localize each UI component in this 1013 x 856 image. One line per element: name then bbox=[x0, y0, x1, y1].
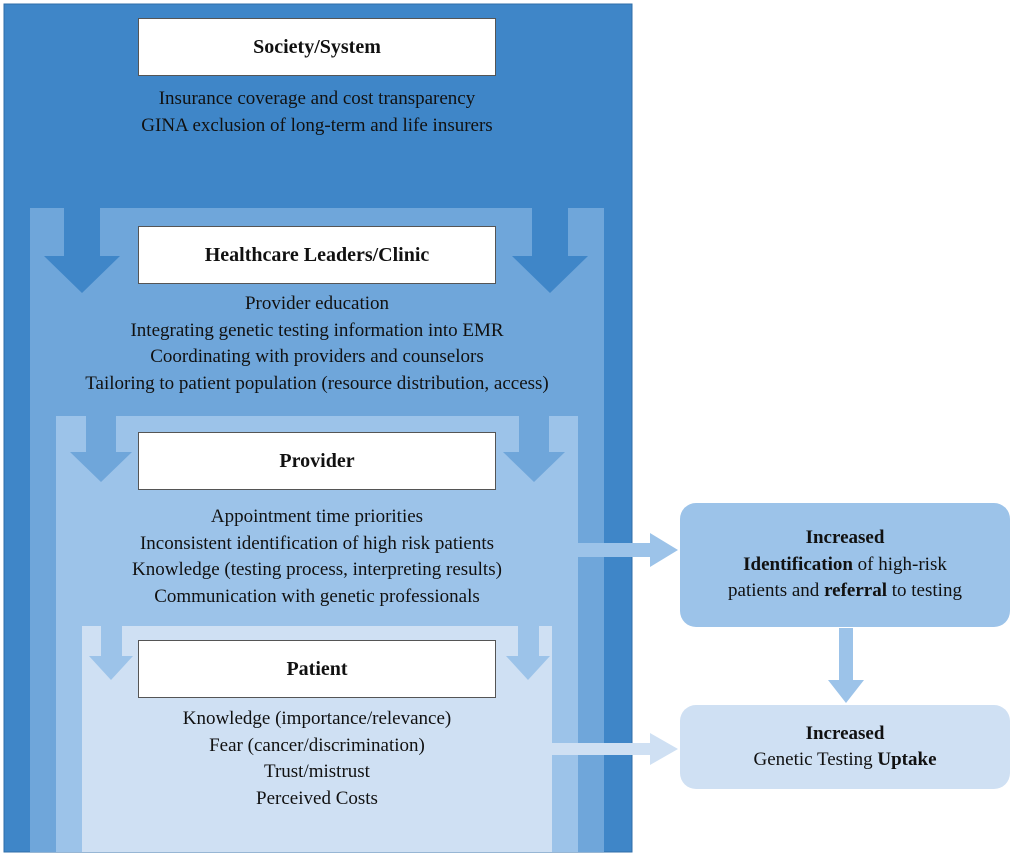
uptake-outcome-box: Increased Genetic Testing Uptake bbox=[680, 705, 1010, 789]
right-arrow-to-identification bbox=[578, 533, 678, 567]
provider-title: Provider bbox=[279, 449, 355, 472]
provider-item: Appointment time priorities bbox=[210, 506, 424, 527]
identification-line1: Increased bbox=[805, 527, 885, 549]
patient-title: Patient bbox=[286, 657, 348, 680]
healthcare-title-box: Healthcare Leaders/Clinic bbox=[138, 226, 496, 284]
identification-outcome-box: Increased Identification of high-risk pa… bbox=[680, 503, 1010, 627]
down-arrow-right bbox=[506, 626, 550, 680]
patient-item: Fear (cancer/discrimination) bbox=[209, 734, 425, 756]
identification-line3-start: patients and bbox=[728, 580, 825, 602]
patient-title-box: Patient bbox=[138, 640, 496, 698]
healthcare-item: Coordinating with providers and counselo… bbox=[150, 346, 484, 367]
uptake-line2-start: Genetic Testing bbox=[753, 749, 878, 770]
uptake-line1: Increased bbox=[805, 722, 885, 744]
identification-line2-rest: of high-risk bbox=[852, 553, 947, 575]
society-title: Society/System bbox=[253, 35, 381, 58]
down-arrow-left bbox=[70, 416, 132, 482]
down-arrow-right bbox=[503, 416, 565, 482]
provider-item: Communication with genetic professionals bbox=[154, 585, 480, 607]
healthcare-item: Tailoring to patient population (resourc… bbox=[85, 372, 549, 394]
identification-keyword: Identification bbox=[743, 553, 853, 575]
referral-keyword: referral bbox=[824, 580, 887, 602]
society-title-box: Society/System bbox=[138, 18, 496, 76]
identification-line3-rest: to testing bbox=[887, 580, 962, 602]
right-arrow-to-uptake bbox=[552, 733, 678, 765]
healthcare-item: Provider education bbox=[244, 293, 390, 314]
patient-item: Trust/mistrust bbox=[264, 761, 370, 782]
society-item: Insurance coverage and cost transparency bbox=[158, 88, 476, 109]
provider-item: Inconsistent identification of high risk… bbox=[139, 532, 495, 554]
healthcare-items: Provider education Integrating genetic t… bbox=[30, 291, 604, 397]
society-item: GINA exclusion of long-term and life ins… bbox=[141, 114, 493, 136]
down-arrow-left bbox=[44, 208, 120, 293]
patient-item: Knowledge (importance/relevance) bbox=[182, 708, 452, 729]
down-arrow-between-outcomes bbox=[828, 628, 864, 703]
provider-title-box: Provider bbox=[138, 432, 496, 490]
healthcare-item: Integrating genetic testing information … bbox=[130, 319, 504, 341]
provider-items: Appointment time priorities Inconsistent… bbox=[56, 504, 578, 610]
down-arrow-left bbox=[89, 626, 133, 680]
patient-item: Perceived Costs bbox=[256, 787, 378, 809]
healthcare-title: Healthcare Leaders/Clinic bbox=[204, 243, 430, 266]
uptake-box-bg bbox=[680, 705, 1010, 789]
down-arrow-right bbox=[512, 208, 588, 293]
patient-items: Knowledge (importance/relevance) Fear (c… bbox=[82, 706, 552, 812]
provider-item: Knowledge (testing process, interpreting… bbox=[132, 559, 502, 580]
uptake-keyword: Uptake bbox=[877, 749, 937, 770]
society-items: Insurance coverage and cost transparency… bbox=[30, 86, 604, 139]
identification-box-bg bbox=[680, 503, 1010, 627]
